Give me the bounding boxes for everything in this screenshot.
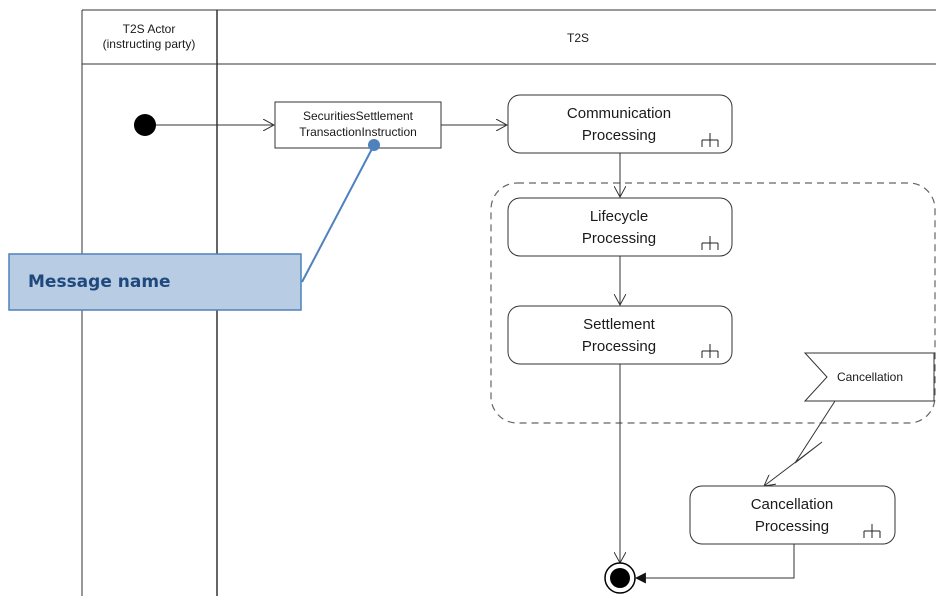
message-box: SecuritiesSettlement TransactionInstruct… [274, 101, 442, 149]
t2s-lane-title: T2S [567, 31, 589, 45]
cancellation-signal-label: Cancellation [837, 370, 903, 384]
interrupt-edge [764, 400, 836, 486]
message-name-line2: TransactionInstruction [299, 125, 417, 139]
rake-icon [701, 133, 719, 147]
cancellation-processing-line2: Processing [755, 518, 829, 535]
actor-lane-title: T2S Actor [123, 22, 176, 36]
settlement-processing-node: Settlement Processing [507, 305, 733, 365]
cancellation-signal: Cancellation [803, 352, 935, 402]
callout-connector [301, 139, 380, 283]
interruptible-region [490, 182, 936, 424]
lifecycle-processing-node: Lifecycle Processing [507, 197, 733, 257]
communication-processing-line2: Processing [582, 127, 656, 144]
cancellation-processing-line1: Cancellation [751, 496, 834, 513]
cancellation-processing-node: Cancellation Processing [689, 485, 896, 545]
settlement-processing-line1: Settlement [583, 316, 656, 333]
communication-processing-node: Communication Processing [507, 94, 733, 154]
flow-cancellation-to-final [634, 544, 795, 584]
settlement-processing-line2: Processing [582, 338, 656, 355]
rake-icon [701, 344, 719, 358]
initial-node-icon [134, 114, 156, 136]
message-name-callout: Message name [8, 253, 302, 311]
lifecycle-processing-line2: Processing [582, 230, 656, 247]
message-name-line1: SecuritiesSettlement [303, 109, 414, 123]
communication-processing-line1: Communication [567, 105, 671, 122]
lifecycle-processing-line1: Lifecycle [590, 208, 648, 225]
actor-lane-subtitle: (instructing party) [103, 37, 196, 51]
final-node-icon [604, 562, 636, 594]
message-name-callout-label: Message name [28, 272, 171, 292]
rake-icon [701, 236, 719, 250]
rake-icon [863, 524, 881, 538]
